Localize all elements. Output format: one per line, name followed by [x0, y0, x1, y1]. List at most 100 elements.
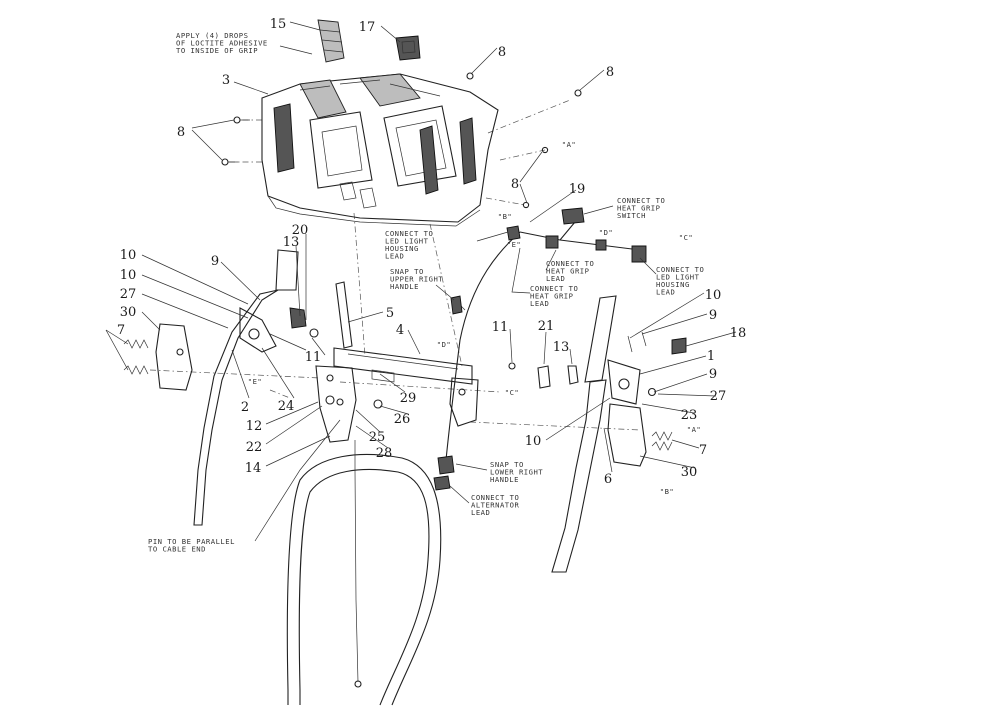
callout-c9a: 9: [211, 254, 219, 269]
note-line: CONNECT TO: [471, 493, 519, 502]
connector-qA2: "A": [687, 425, 701, 434]
note-line: LED LIGHT: [385, 237, 429, 246]
note-line: TO INSIDE OF GRIP: [176, 46, 258, 55]
note-line: LEAD: [656, 288, 675, 297]
callout-c28: 28: [376, 446, 393, 461]
note-line: HOUSING: [385, 244, 419, 253]
callout-c10b: 10: [120, 268, 137, 283]
callout-c3: 3: [222, 73, 230, 88]
cable-part-28: [354, 440, 362, 688]
control-panel-part-4: [333, 347, 473, 385]
callout-c22: 22: [246, 440, 263, 455]
callout-c7b: 7: [699, 443, 707, 458]
connector-qA1: "A": [562, 140, 576, 149]
note-line: CONNECT TO: [530, 284, 578, 293]
note-line: CONNECT TO: [385, 229, 433, 238]
note-line: HEAT GRIP: [617, 204, 660, 213]
callout-c9b: 9: [709, 308, 717, 323]
callout-c1: 1: [707, 349, 715, 364]
connector-labels: "A""B""E""D""C""D""E""C""A""B": [248, 140, 701, 496]
bracket-right: [449, 377, 479, 427]
callout-c5: 5: [386, 306, 394, 321]
note-line: ALTERNATOR: [471, 501, 519, 510]
callout-c21: 21: [538, 319, 555, 334]
callout-c10a: 10: [120, 248, 137, 263]
note-line: LOWER RIGHT: [490, 468, 543, 477]
switch-part-17: [395, 35, 421, 61]
callout-c4: 4: [396, 323, 404, 338]
note-line: CONNECT TO: [546, 259, 594, 268]
note-line: PIN TO BE PARALLEL: [148, 537, 235, 546]
callout-c8b: 8: [606, 65, 614, 80]
note-line: CONNECT TO: [656, 265, 704, 274]
note-line: HANDLE: [390, 282, 419, 291]
connector-qE2: "E": [248, 377, 262, 386]
note-line: HANDLE: [490, 475, 519, 484]
left-side-plate-part-30: [155, 323, 193, 391]
callout-c19: 19: [569, 182, 586, 197]
callout-c30a: 30: [120, 305, 137, 320]
note-line: HEAT GRIP: [546, 267, 589, 276]
note-line: HOUSING: [656, 280, 690, 289]
note-line: SNAP TO: [490, 460, 524, 469]
small-parts-11-13-21: [508, 362, 579, 389]
connector-qE1: "E": [507, 240, 521, 249]
note-line: SNAP TO: [390, 267, 424, 276]
callout-c10d: 10: [525, 434, 542, 449]
connector-qC1: "C": [679, 233, 693, 242]
callout-c11b: 11: [305, 350, 322, 365]
right-lever-assembly: [607, 331, 687, 405]
springs-part-7-right: [651, 431, 673, 451]
note-line: HEAT GRIP: [530, 292, 573, 301]
callout-c8c: 8: [177, 125, 185, 140]
callout-c7a: 7: [117, 323, 125, 338]
alignment-lines: [149, 99, 641, 431]
callout-c25: 25: [369, 430, 386, 445]
callout-c14: 14: [245, 461, 262, 476]
lower-handle: [286, 453, 442, 706]
callout-c18: 18: [730, 326, 747, 341]
wiring-harness-part-19: [433, 207, 647, 491]
callout-c13a: 13: [283, 235, 300, 250]
note-line: UPPER RIGHT: [390, 275, 443, 284]
upper-handle-left: [193, 249, 299, 526]
callout-c27a: 27: [120, 287, 137, 302]
note-line: LEAD: [385, 252, 404, 261]
callout-c8d: 8: [511, 177, 519, 192]
callout-c17: 17: [359, 20, 376, 35]
bracket-left: [315, 365, 357, 443]
note-line: LED LIGHT: [656, 273, 700, 282]
lever-part-5: [335, 281, 353, 349]
callout-c12: 12: [246, 419, 263, 434]
note-line: OF LOCTITE ADHESIVE: [176, 39, 268, 48]
callout-c23: 23: [681, 408, 698, 423]
leader-lines: [105, 21, 737, 542]
connector-qD1: "D": [599, 228, 613, 237]
callout-c11a: 11: [492, 320, 509, 335]
callout-c29: 29: [400, 391, 417, 406]
callout-c8a: 8: [498, 45, 506, 60]
callout-c20: 20: [292, 223, 309, 238]
callout-c27b: 27: [710, 389, 727, 404]
note-line: LEAD: [546, 274, 565, 283]
connector-qB2: "B": [660, 487, 674, 496]
upper-handle-right: [551, 295, 617, 573]
note-line: SWITCH: [617, 211, 646, 220]
right-side-plate-part-30: [607, 403, 647, 467]
springs-part-7-left: [123, 339, 149, 375]
callout-c24: 24: [278, 399, 295, 414]
note-line: APPLY (4) DROPS: [176, 31, 248, 40]
callout-c9c: 9: [709, 367, 717, 382]
callout-c26: 26: [394, 412, 411, 427]
callout-c2: 2: [241, 400, 249, 415]
note-line: LEAD: [471, 508, 490, 517]
note-line: LEAD: [530, 299, 549, 308]
console-housing: [261, 73, 499, 227]
